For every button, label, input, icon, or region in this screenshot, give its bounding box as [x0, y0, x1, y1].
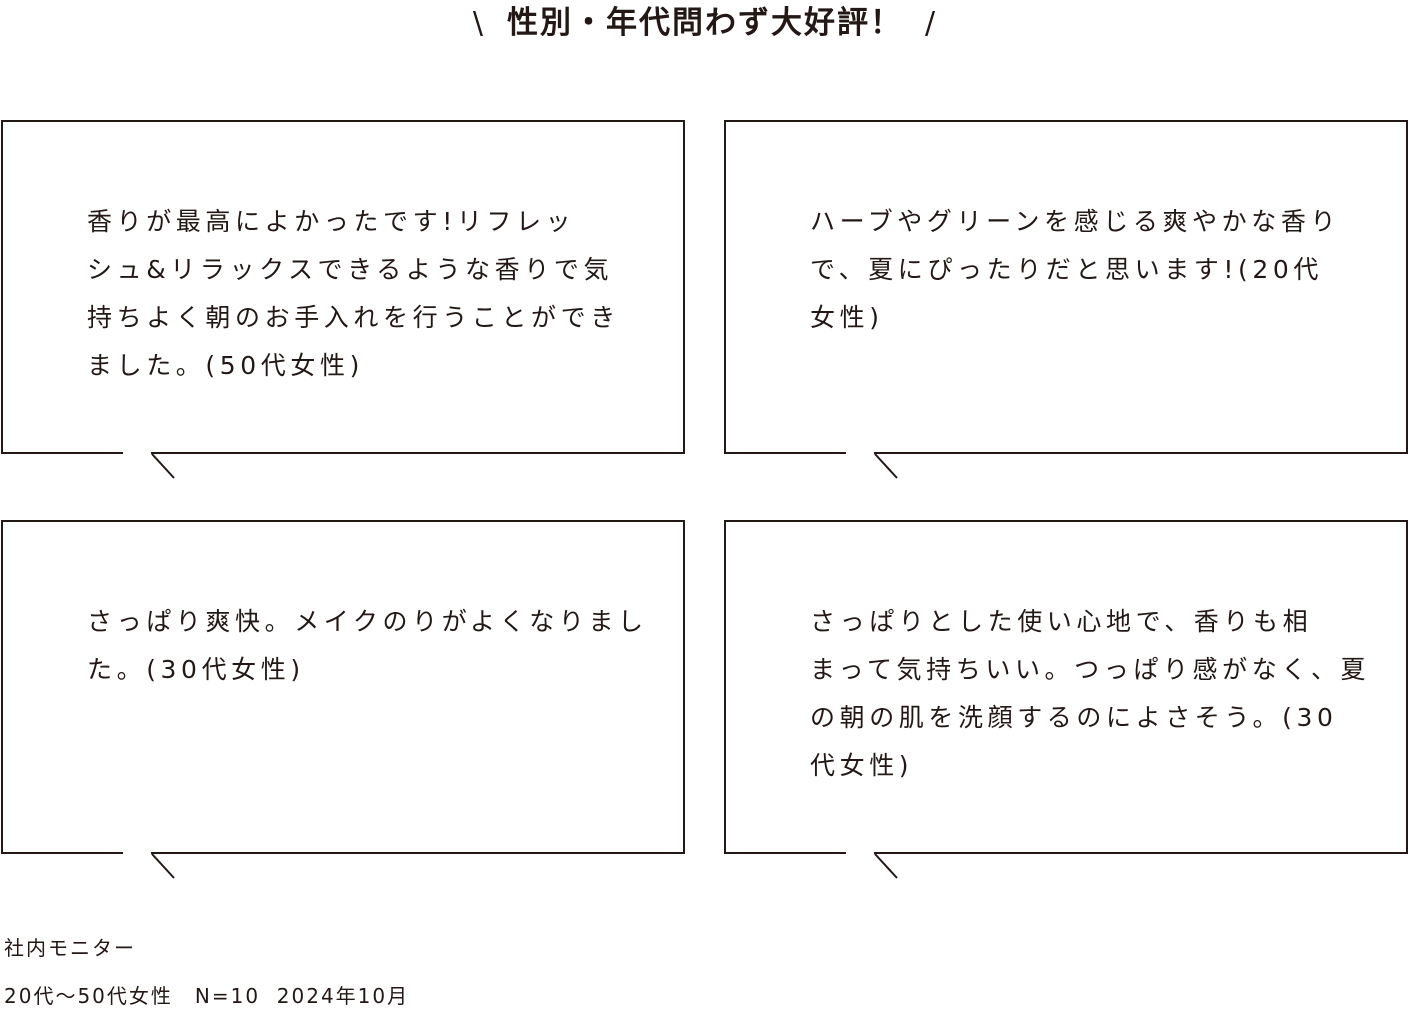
right-slash-mark: /	[925, 6, 938, 41]
review-line: 持ちよく朝のお手入れを行うことができ	[87, 303, 620, 332]
review-text: さっぱり爽快。メイクのりがよくなりまし た。(30代女性)	[87, 598, 648, 694]
review-line: さっぱり爽快。メイクのりがよくなりまし	[87, 607, 648, 636]
heading-title: 性別・年代問わず大好評！	[507, 5, 903, 41]
review-line: 香りが最高によかったです!リフレッ	[87, 207, 576, 236]
review-line: ハーブやグリーンを感じる爽やかな香り	[810, 207, 1341, 236]
review-line: さっぱりとした使い心地で、香りも相	[810, 607, 1313, 636]
review-text: 香りが最高によかったです!リフレッ シュ&リラックスできるような香りで気 持ちよ…	[87, 198, 620, 390]
review-line: ました。(50代女性)	[87, 351, 364, 380]
review-text: さっぱりとした使い心地で、香りも相 まって気持ちいい。つっぱり感がなく、夏 の朝…	[810, 598, 1370, 790]
review-line: シュ&リラックスできるような香りで気	[87, 255, 614, 284]
left-slash-mark: \	[472, 6, 485, 41]
speech-tail-icon	[151, 453, 175, 479]
section-heading: \ 性別・年代問わず大好評！ /	[0, 0, 1410, 48]
review-bubble: さっぱり爽快。メイクのりがよくなりまし た。(30代女性)	[1, 520, 685, 879]
review-line: の朝の肌を洗顔するのによさそう。(30	[810, 703, 1338, 732]
review-bubble: さっぱりとした使い心地で、香りも相 まって気持ちいい。つっぱり感がなく、夏 の朝…	[724, 520, 1408, 879]
review-line: まって気持ちいい。つっぱり感がなく、夏	[810, 655, 1371, 684]
footnote-details: 20代〜50代女性 N=10 2024年10月	[4, 984, 410, 1008]
review-line: 女性)	[810, 303, 884, 332]
review-line: た。(30代女性)	[87, 655, 305, 684]
speech-tail-icon	[874, 853, 898, 879]
review-bubble: 香りが最高によかったです!リフレッ シュ&リラックスできるような香りで気 持ちよ…	[1, 120, 685, 479]
review-line: 代女性)	[810, 751, 914, 780]
review-text: ハーブやグリーンを感じる爽やかな香り で、夏にぴったりだと思います!(20代 女…	[810, 198, 1340, 342]
speech-tail-icon	[874, 453, 898, 479]
footnote-source: 社内モニター	[4, 936, 136, 960]
review-line: で、夏にぴったりだと思います!(20代	[810, 255, 1323, 284]
review-bubble: ハーブやグリーンを感じる爽やかな香り で、夏にぴったりだと思います!(20代 女…	[724, 120, 1408, 479]
speech-tail-icon	[151, 853, 175, 879]
